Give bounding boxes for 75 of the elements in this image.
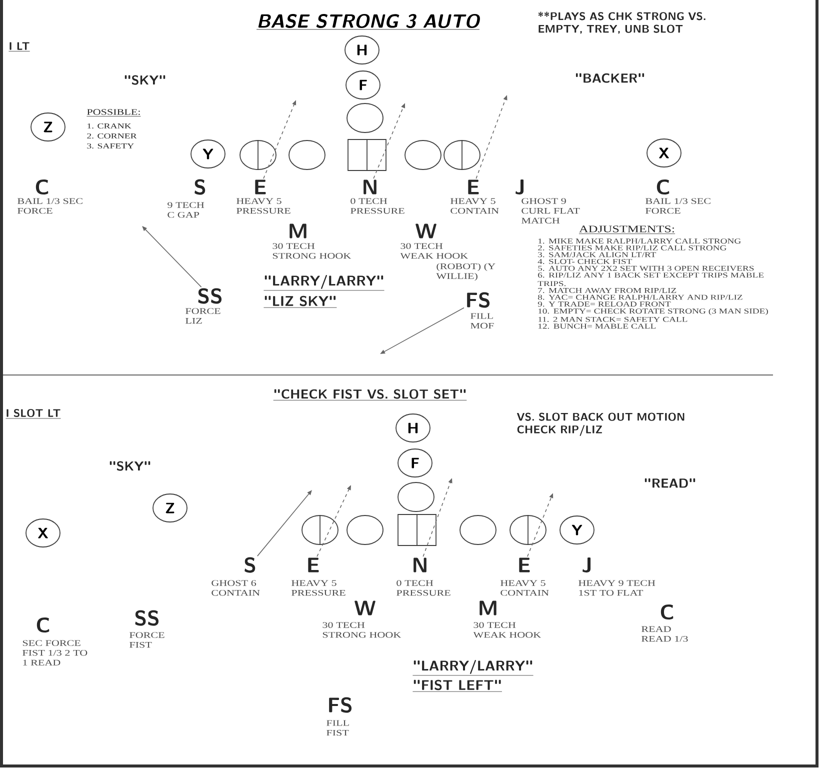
arrow bbox=[142, 226, 202, 288]
assignment-text: FILL FIST bbox=[326, 720, 349, 736]
defender-letter: S bbox=[194, 179, 206, 195]
section-heading: "CHECK FIST VS. SLOT SET" bbox=[273, 389, 467, 400]
assignment-text: BAIL 1/3 SEC FORCE bbox=[18, 198, 82, 214]
assignment-text: 0 TECH PRESSURE bbox=[350, 198, 404, 214]
call-name: "LARRY/LARRY" bbox=[264, 275, 384, 291]
defender-letter: N bbox=[364, 180, 376, 194]
assignment-text: FILL MOF bbox=[470, 313, 494, 329]
lineman-symbol bbox=[404, 140, 442, 170]
assignment-text: 0 TECH PRESSURE bbox=[396, 580, 450, 596]
defender-letter: FS bbox=[329, 697, 352, 713]
defender-letter: C bbox=[660, 604, 674, 620]
defender-letter: E bbox=[308, 558, 319, 572]
lineman-symbol bbox=[460, 515, 496, 545]
call-name: "BACKER" bbox=[576, 73, 644, 83]
assignment-text: HEAVY 5 PRESSURE bbox=[236, 198, 290, 214]
lineman-symbol bbox=[302, 514, 338, 546]
lineman-symbol bbox=[444, 140, 480, 170]
defender-letter: C bbox=[36, 617, 50, 633]
defender-letter: SS bbox=[135, 610, 159, 626]
defender-letter: J bbox=[516, 180, 524, 195]
assignment-text: READ READ 1/3 bbox=[642, 626, 688, 642]
defender-letter: J bbox=[582, 558, 591, 573]
lineman-symbol bbox=[510, 514, 546, 546]
assignment-text: FORCE FIST bbox=[130, 632, 164, 648]
lineman-symbol bbox=[346, 515, 384, 545]
assignment-text: 30 TECH WEAK HOOK bbox=[473, 622, 541, 638]
lineman-symbol bbox=[240, 140, 276, 170]
defender-letter: FS bbox=[467, 292, 490, 308]
call-name: "SKY" bbox=[124, 75, 166, 85]
assignment-text: HEAVY 5 CONTAIN bbox=[500, 580, 549, 596]
list-heading: ADJUSTMENTS: bbox=[578, 226, 676, 234]
assignment-text: (ROBOT) (Y WILLIE) bbox=[436, 263, 496, 281]
assignment-text: 30 TECH STRONG HOOK bbox=[322, 622, 402, 638]
assignment-text: 30 TECH WEAK HOOK bbox=[400, 243, 468, 259]
title: BASE STRONG 3 AUTO bbox=[256, 14, 480, 30]
assignment-text: SEC FORCE FIST 1/3 2 TO 1 READ bbox=[22, 640, 88, 666]
center-symbol bbox=[348, 138, 386, 172]
note-text: **PLAYS AS CHK STRONG VS. EMPTY, TREY, UNB SLOT bbox=[538, 12, 706, 34]
call-name: "LARRY/LARRY" bbox=[412, 660, 534, 676]
arrow bbox=[257, 490, 312, 556]
defender-letter: C bbox=[36, 179, 48, 195]
assignment-text: HEAVY 5 PRESSURE bbox=[292, 580, 346, 596]
call-name: "SKY" bbox=[110, 461, 150, 471]
assignment-text: GHOST 9 CURL FLAT MATCH bbox=[522, 198, 580, 224]
lineman-symbol bbox=[346, 103, 384, 133]
formation-name: I LT bbox=[8, 42, 30, 52]
defender-letter: M bbox=[290, 224, 306, 238]
lineman-symbol bbox=[398, 482, 434, 512]
defender-letter: N bbox=[414, 558, 426, 572]
defender-letter: C bbox=[656, 179, 670, 195]
assignment-text: 9 TECH C GAP bbox=[168, 202, 204, 218]
defender-letter: W bbox=[416, 224, 436, 238]
lineman-symbol bbox=[288, 140, 326, 170]
call-name: "FIST LEFT" bbox=[412, 680, 502, 692]
defender-letter: E bbox=[519, 558, 530, 572]
assignment-text: BAIL 1/3 SEC FORCE bbox=[646, 198, 710, 214]
defender-letter: S bbox=[244, 557, 256, 573]
defender-letter: E bbox=[468, 180, 479, 194]
assignment-text: 30 TECH STRONG HOOK bbox=[272, 243, 352, 259]
assignment-text: HEAVY 5 CONTAIN bbox=[450, 198, 499, 214]
defender-letter: W bbox=[354, 600, 376, 616]
defender-letter: SS bbox=[198, 288, 222, 304]
assignment-text: HEAVY 9 TECH 1ST TO FLAT bbox=[578, 580, 656, 596]
assignment-text: GHOST 6 CONTAIN bbox=[212, 580, 260, 596]
assignment-text: FORCE LIZ bbox=[186, 308, 220, 324]
formation-name: I SLOT LT bbox=[6, 408, 61, 419]
center-symbol bbox=[398, 514, 436, 546]
list-heading: POSSIBLE: bbox=[86, 109, 141, 116]
note-text: VS. SLOT BACK OUT MOTION CHECK RIP/LIZ bbox=[517, 412, 684, 436]
defender-letter: M bbox=[480, 600, 496, 616]
call-name: "READ" bbox=[644, 478, 696, 488]
call-name: "LIZ SKY" bbox=[264, 296, 337, 308]
defender-letter: E bbox=[255, 180, 266, 194]
